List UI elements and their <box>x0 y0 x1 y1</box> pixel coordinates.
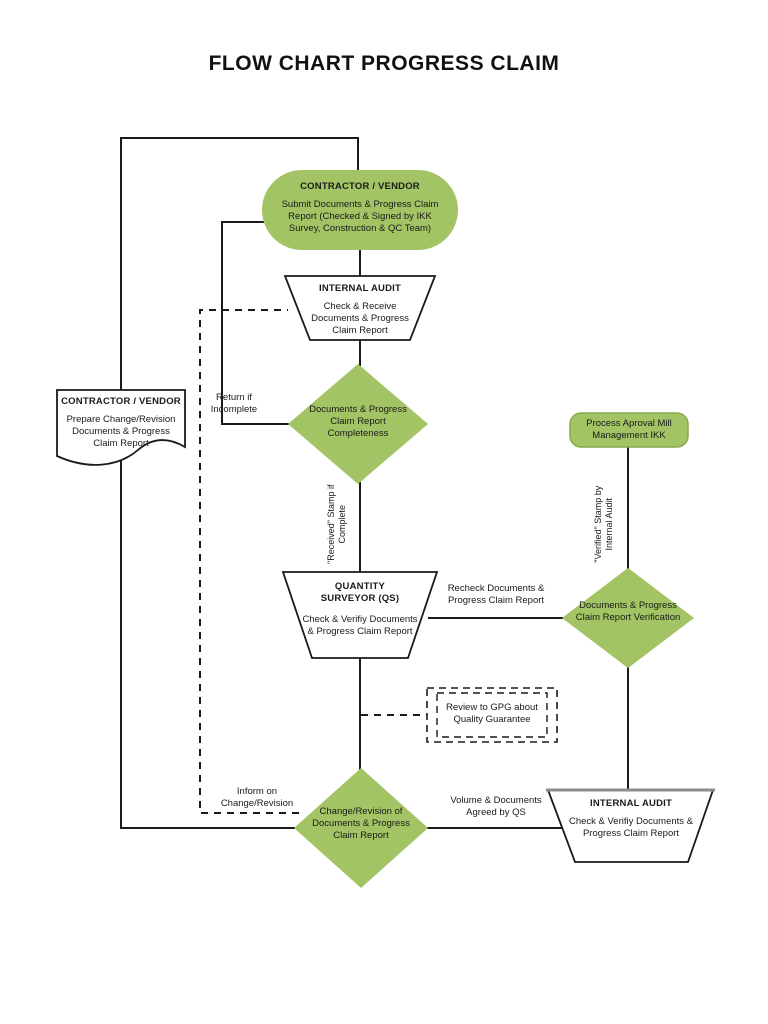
contractor-submit-title: CONTRACTOR / VENDOR <box>300 181 420 192</box>
process-approval-label: Process Aproval Mill Management IKK <box>586 418 672 441</box>
quantity-surveyor-node: QUANTITY SURVEYOR (QS) Check & Verifiy D… <box>300 581 420 638</box>
verification-label: Documents & Progress Claim Report Verifi… <box>575 600 681 623</box>
quantity-surveyor-body: Check & Verifiy Documents & Progress Cla… <box>302 613 418 637</box>
internal-audit-top-trapezoid <box>283 275 437 341</box>
change-revision-label: Change/Revision of Documents & Progress … <box>312 806 410 841</box>
page-title: FLOW CHART PROGRESS CLAIM <box>208 52 560 75</box>
edge-label-return-if-incomplete: Return if Incomplete <box>210 392 258 415</box>
edge-outer-loop <box>120 137 359 829</box>
contractor-prepare-node: CONTRACTOR / VENDOR Prepare Change/Revis… <box>60 396 182 450</box>
completeness-label: Documents & Progress Claim Report Comple… <box>309 404 407 439</box>
review-gpg-outer-rect <box>426 687 558 743</box>
quantity-surveyor-title: QUANTITY SURVEYOR (QS) <box>320 581 400 604</box>
edge-return-loop <box>221 221 292 425</box>
change-revision-diamond <box>294 768 428 888</box>
edge-label-volume-agreed: Volume & Documents Agreed by QS <box>450 795 542 818</box>
edge-label-verified-stamp: "Verified" Stamp by Internal Audit <box>592 485 614 563</box>
verification-diamond <box>562 568 694 668</box>
internal-audit-top-node: INTERNAL AUDIT Check & Receive Documents… <box>295 283 425 337</box>
connectors <box>120 137 629 829</box>
contractor-prepare-document <box>56 389 186 466</box>
internal-audit-top-body: Check & Receive Documents & Progress Cla… <box>311 300 409 336</box>
contractor-prepare-body: Prepare Change/Revision Documents & Prog… <box>66 413 176 449</box>
quantity-surveyor-trapezoid <box>281 571 439 659</box>
review-gpg-label: Review to GPG about Quality Guarantee <box>446 702 538 725</box>
edge-label-recheck: Recheck Documents & Progress Claim Repor… <box>447 583 545 606</box>
internal-audit-bottom-title: INTERNAL AUDIT <box>590 798 672 809</box>
process-approval-rounded-rect <box>569 412 689 448</box>
contractor-submit-node: CONTRACTOR / VENDOR Submit Documents & P… <box>266 181 454 235</box>
contractor-submit-body: Submit Documents & Progress Claim Report… <box>281 198 439 234</box>
edge-inform-loop-dashed <box>199 309 299 814</box>
completeness-diamond <box>288 364 428 484</box>
review-gpg-inner-rect <box>436 692 548 738</box>
contractor-prepare-title: CONTRACTOR / VENDOR <box>61 396 181 407</box>
contractor-submit-stadium <box>262 170 458 250</box>
internal-audit-bottom-node: INTERNAL AUDIT Check & Verifiy Documents… <box>563 798 699 840</box>
internal-audit-bottom-body: Check & Verifiy Documents & Progress Cla… <box>568 815 694 839</box>
internal-audit-top-title: INTERNAL AUDIT <box>319 283 401 294</box>
edge-label-received-stamp: "Received" Stamp if Complete <box>325 484 347 564</box>
edge-label-inform-change: Inform on Change/Revision <box>220 786 294 809</box>
